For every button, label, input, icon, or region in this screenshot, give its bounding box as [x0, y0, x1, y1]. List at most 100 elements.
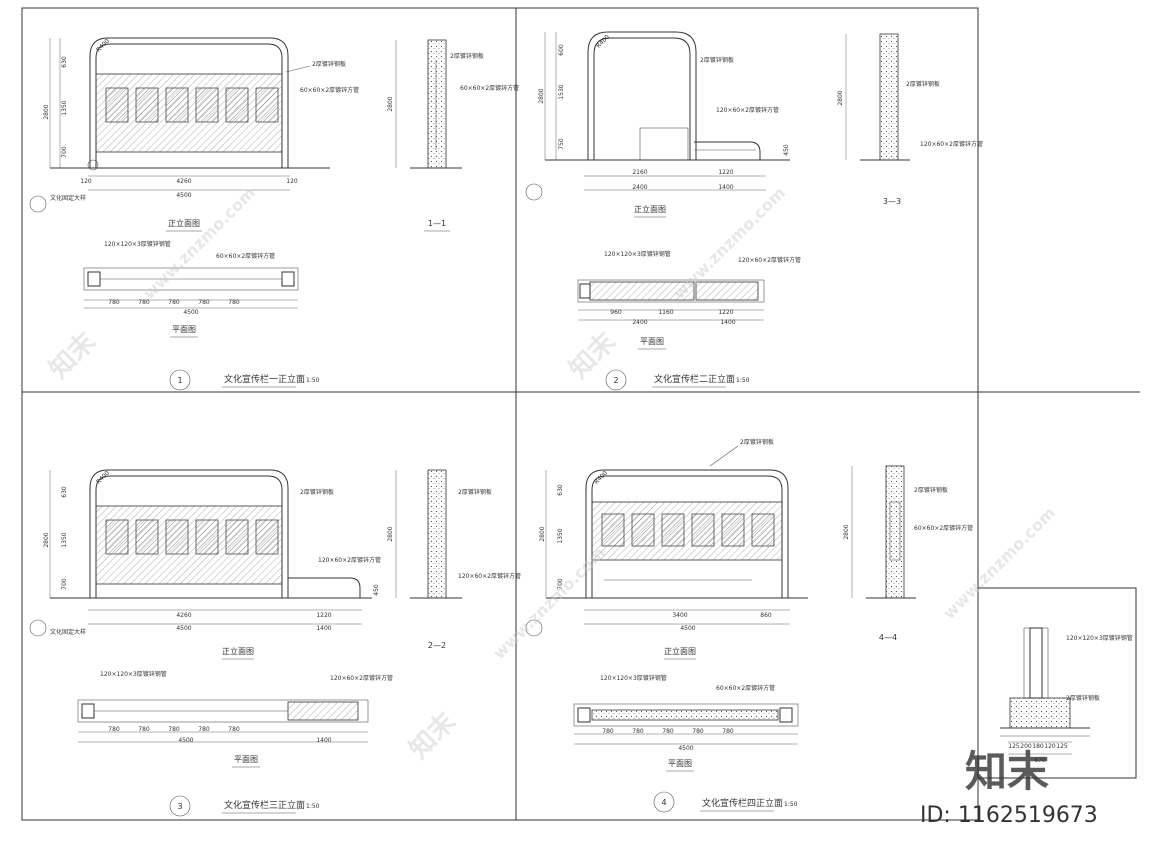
dim-h-bot: 700	[61, 146, 68, 158]
panel-number: 4	[661, 798, 666, 807]
panel-3: R400 4260 1220 4500 1400 2800 630 1350 7…	[29, 469, 521, 817]
plan-seg-5: 780	[722, 728, 734, 735]
elevation-caption: 正立面图	[634, 204, 666, 214]
anchor-label: 文化固定大样	[50, 628, 86, 636]
section-annotation-2: 60×60×2厚镀锌方管	[460, 84, 519, 92]
detail-dim-1: 125	[1008, 743, 1020, 750]
plan-seg-4: 780	[692, 728, 704, 735]
panel-1-title-block: 1 文化宣传栏一正立面 1:50	[169, 369, 320, 391]
plan-seat: 1400	[316, 737, 331, 744]
dim-h-top: 630	[61, 56, 68, 68]
watermark-brand: 知末	[44, 326, 103, 385]
plan-seg-5: 780	[228, 726, 240, 733]
plan-annotation-frame: 60×60×2厚镀锌方管	[216, 252, 275, 260]
plan-seg-2: 780	[138, 299, 150, 306]
dim-h-bot: 750	[558, 138, 565, 150]
panel-number: 3	[177, 802, 182, 811]
panel-2-elevation: R400 2160 1220 2400 1400 2800 600 1530 7…	[525, 31, 790, 218]
plan-annotation-post: 120×120×3厚镀锌钢管	[604, 250, 671, 258]
section-annotation-2: 120×60×2厚镀锌方管	[920, 140, 983, 148]
dim-h-bot: 700	[557, 578, 564, 590]
panel-4: R400 3400 860 4500 2800 630 1350 700 2厚镀…	[525, 438, 973, 813]
section-h: 2800	[387, 96, 394, 111]
annotation-seat: 120×60×2厚镀锌方管	[318, 556, 381, 564]
section-h: 2800	[837, 90, 844, 105]
panel-2-plan: 960 1160 1220 2400 1400 120×120×3厚镀锌钢管 1…	[577, 250, 801, 350]
dim-right: 1400	[718, 184, 733, 191]
plan-caption: 平面图	[640, 337, 664, 346]
section-h: 2800	[843, 524, 850, 539]
plan-seg-4: 780	[198, 299, 210, 306]
plan-annotation-seat: 120×60×2厚镀锌方管	[330, 674, 393, 682]
panel-3-plan: 780 780 780 780 780 4500 1400 120×120×3厚…	[77, 670, 393, 768]
radius-label: R400	[593, 470, 609, 486]
plan-total: 4500	[183, 309, 198, 316]
panel-1-elevation: R400 4260 120 120 4500 2800 630 1350 700…	[29, 37, 359, 232]
plan-annotation-post: 120×120×3厚镀锌钢管	[100, 670, 167, 678]
plan-seg-1: 960	[610, 309, 622, 316]
dim-end-right: 120	[286, 178, 298, 185]
dim-h-total: 2800	[539, 526, 546, 541]
annotation-seat: 120×60×2厚镀锌方管	[716, 106, 779, 114]
section-annotation: 2厚镀锌钢板	[450, 52, 484, 60]
panel-number: 2	[613, 376, 618, 385]
plan-total: 4500	[178, 737, 193, 744]
panel-scale: 1:50	[784, 801, 798, 808]
dim-h-total: 2800	[538, 88, 545, 103]
panel-4-section: 2800 2厚镀锌钢板 60×60×2厚镀锌方管 4—4	[843, 465, 973, 642]
plan-seg-1: 780	[108, 299, 120, 306]
annotation-board: 2厚镀锌钢板	[700, 56, 734, 64]
plan-annotation-frame: 60×60×2厚镀锌方管	[716, 684, 775, 692]
plan-left: 2400	[632, 319, 647, 326]
panel-1-section: 2800 2厚镀锌钢板 60×60×2厚镀锌方管 1—1	[387, 39, 519, 232]
dim-h-mid: 1530	[558, 84, 565, 99]
annotation-board: 2厚镀锌钢板	[300, 488, 334, 496]
plan-seg-2: 1160	[658, 309, 673, 316]
panel-scale: 1:50	[736, 377, 750, 384]
panel-1-boards	[105, 87, 279, 123]
elevation-caption: 正立面图	[222, 646, 254, 656]
plan-seg-2: 780	[632, 728, 644, 735]
dim-left: 3400	[672, 612, 687, 619]
dim-seat-total: 1400	[316, 625, 331, 632]
plan-annotation-post: 120×120×3厚镀锌钢管	[600, 674, 667, 682]
dim-h-mid: 1350	[557, 528, 564, 543]
plan-total: 4500	[678, 745, 693, 752]
dim-mid: 4260	[176, 612, 191, 619]
dim-h-mid: 1350	[61, 100, 68, 115]
annotation-board: 2厚镀锌钢板	[740, 438, 774, 446]
panel-number: 1	[177, 376, 182, 385]
panel-4-title-block: 4 文化宣传栏四正立面 1:50	[653, 791, 798, 813]
detail-total: 670	[1034, 757, 1046, 764]
section-h: 2800	[387, 526, 394, 541]
radius-label: R400	[595, 34, 611, 50]
foundation-detail: 120×120×3厚镀锌钢管 2厚镀锌钢板 125 200 180 120 12…	[1000, 627, 1133, 764]
plan-seg-4: 780	[198, 726, 210, 733]
id-label: ID: 1162519673	[920, 803, 1098, 828]
panel-1: R400 4260 120 120 4500 2800 630 1350 700…	[29, 37, 519, 391]
watermark-site-3: www.znzmo.com	[489, 543, 609, 663]
panel-4-plan: 780 780 780 780 780 4500 120×120×3厚镀锌钢管 …	[573, 674, 799, 772]
panel-2: R400 2160 1220 2400 1400 2800 600 1530 7…	[525, 31, 983, 391]
panel-4-boards	[601, 513, 775, 547]
dim-h-top: 600	[558, 44, 565, 56]
panel-1-plan: 780 780 780 780 780 4500 120×120×3厚镀锌钢管 …	[83, 240, 299, 338]
section-annotation: 2厚镀锌钢板	[914, 486, 948, 494]
dim-h-top: 630	[557, 484, 564, 496]
dim-seat: 1220	[316, 612, 331, 619]
panel-title: 文化宣传栏四正立面	[702, 797, 783, 809]
sheet-frame	[21, 7, 1140, 821]
panel-scale: 1:50	[306, 377, 320, 384]
plan-caption: 平面图	[668, 759, 692, 768]
panel-title: 文化宣传栏二正立面	[654, 373, 735, 385]
annotation-frame: 60×60×2厚镀锌方管	[300, 86, 359, 94]
panel-3-section: 2800 2厚镀锌钢板 120×60×2厚镀锌方管 2—2	[387, 469, 521, 650]
panel-title: 文化宣传栏一正立面	[224, 373, 305, 385]
detail-dim-5: 125	[1056, 743, 1068, 750]
dim-h-total: 2800	[43, 104, 50, 119]
dim-h-bot: 700	[61, 578, 68, 590]
elevation-caption: 正立面图	[664, 646, 696, 656]
elevation-caption: 正立面图	[168, 218, 200, 228]
plan-seg-1: 780	[602, 728, 614, 735]
dim-end-left: 120	[80, 178, 92, 185]
